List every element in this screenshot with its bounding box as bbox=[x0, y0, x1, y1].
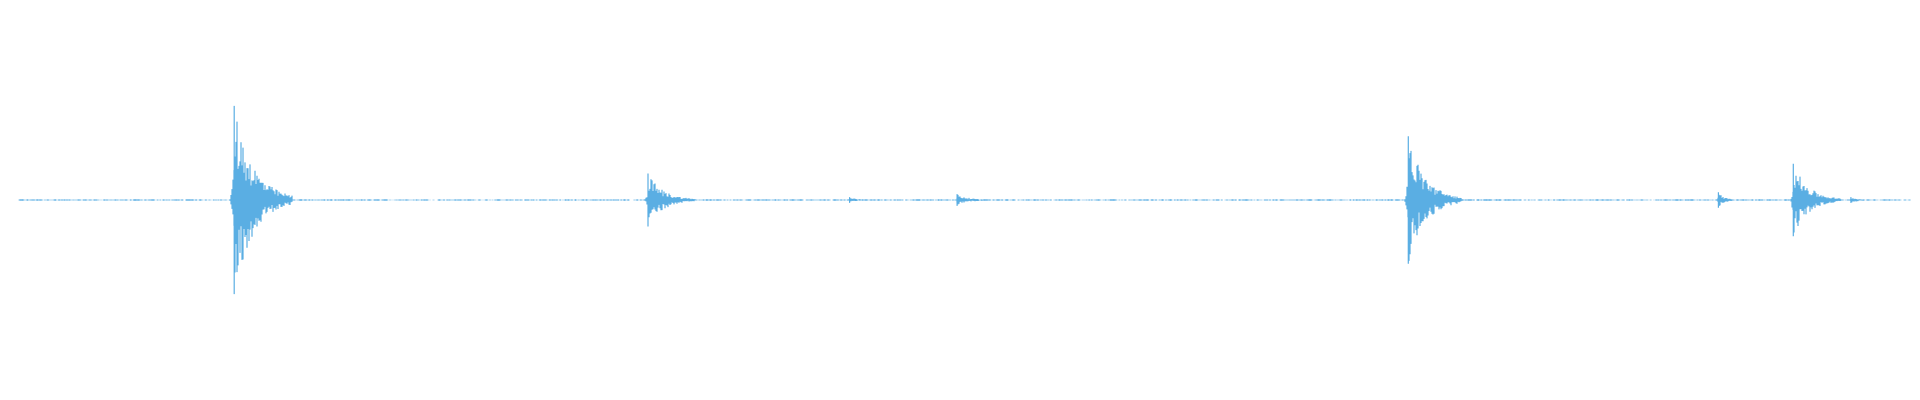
waveform-transient-3 bbox=[848, 197, 861, 203]
waveform-transient-4 bbox=[955, 194, 984, 206]
waveform-transient-1 bbox=[229, 105, 293, 295]
waveform-transient-6 bbox=[1717, 192, 1735, 208]
waveform-transient-2 bbox=[644, 173, 696, 227]
waveform-transient-8 bbox=[1850, 197, 1864, 203]
waveform-transient-5 bbox=[1404, 136, 1462, 264]
waveform-trace bbox=[18, 105, 1911, 295]
waveform-transient-7 bbox=[1790, 163, 1841, 237]
